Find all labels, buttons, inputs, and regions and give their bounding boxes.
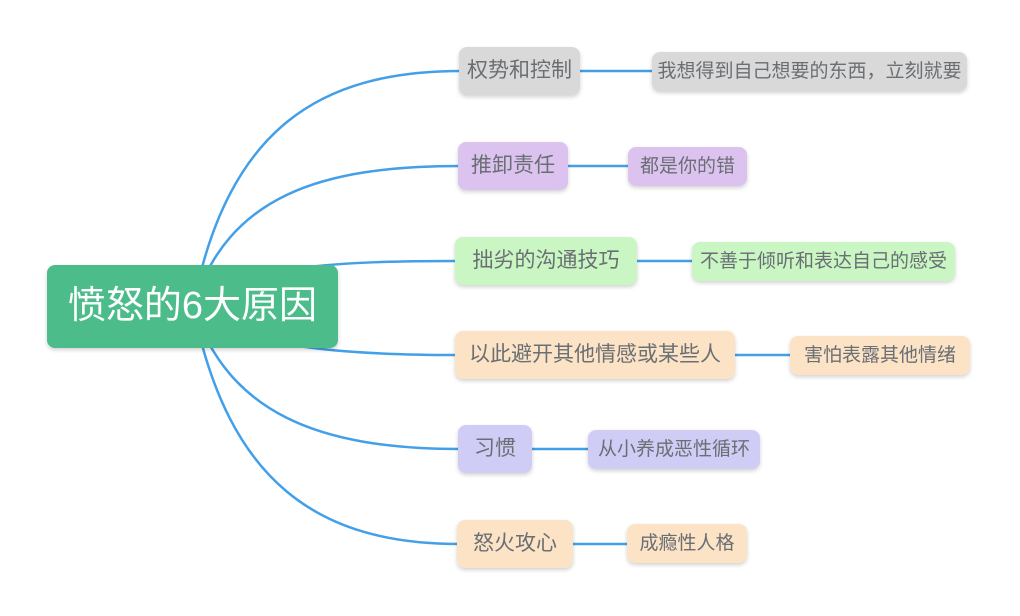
child-node-1[interactable]: 我想得到自己想要的东西，立刻就要 bbox=[652, 52, 967, 91]
branch-node-4[interactable]: 以此避开其他情感或某些人 bbox=[455, 331, 735, 379]
child-node-2[interactable]: 都是你的错 bbox=[628, 147, 747, 186]
branch-node-5[interactable]: 习惯 bbox=[458, 425, 532, 473]
branch-node-1[interactable]: 权势和控制 bbox=[459, 47, 580, 95]
root-node[interactable]: 愤怒的6大原因 bbox=[47, 265, 338, 348]
branch-node-2[interactable]: 推卸责任 bbox=[458, 142, 568, 190]
branch-curve-6 bbox=[191, 304, 461, 546]
branch-node-6[interactable]: 怒火攻心 bbox=[457, 520, 573, 568]
child-node-6[interactable]: 成瘾性人格 bbox=[627, 524, 747, 563]
child-node-5[interactable]: 从小养成恶性循环 bbox=[588, 430, 760, 469]
branch-curve-1 bbox=[191, 69, 463, 308]
child-node-3[interactable]: 不善于倾听和表达自己的感受 bbox=[692, 242, 955, 281]
child-node-4[interactable]: 害怕表露其他情绪 bbox=[790, 336, 970, 375]
branch-node-3[interactable]: 拙劣的沟通技巧 bbox=[455, 237, 637, 285]
